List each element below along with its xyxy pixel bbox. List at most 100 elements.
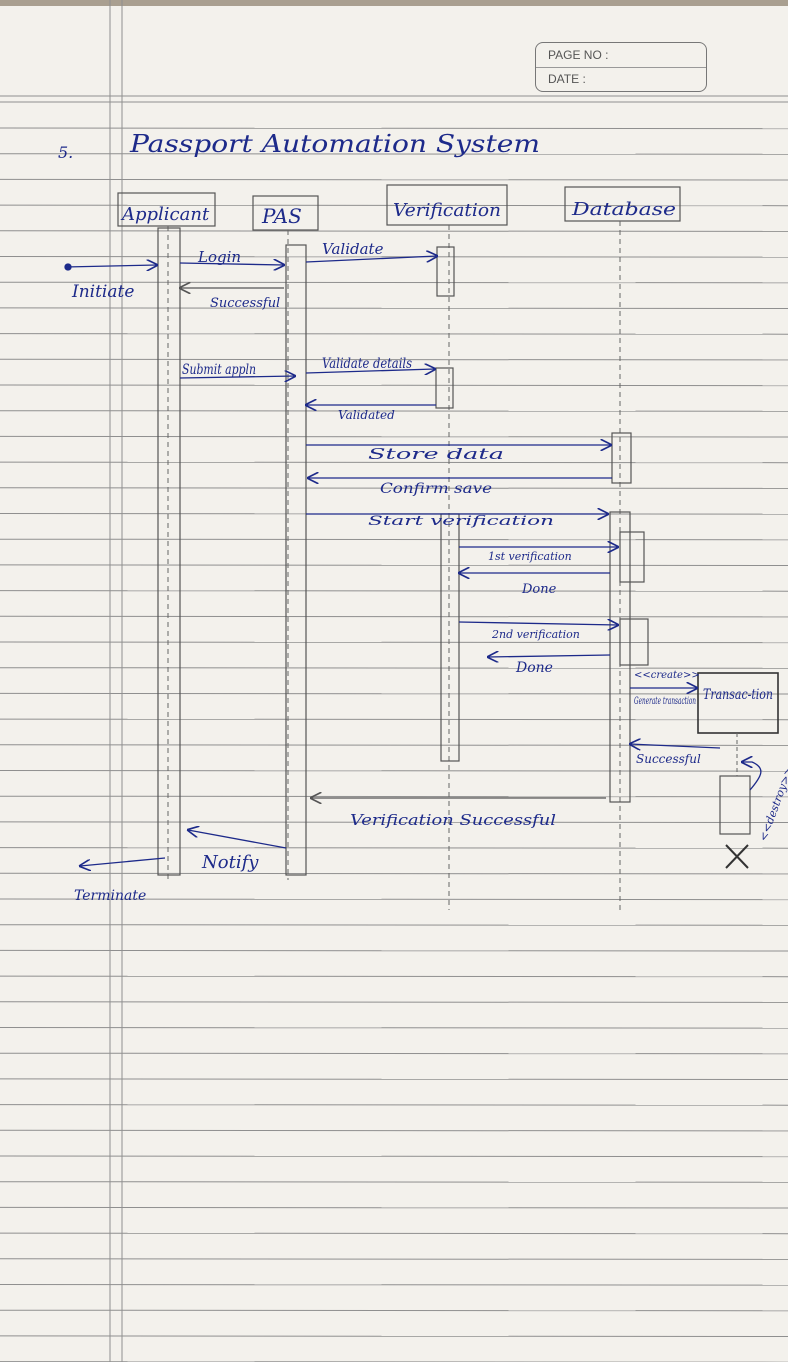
rule-line [0, 949, 788, 952]
label-destroy: <<destroy>> [757, 765, 788, 843]
rule-line [0, 1129, 788, 1132]
rule-line [0, 333, 788, 335]
label-verification-successful: Verification Successful [350, 811, 556, 829]
activation-verification-validate [436, 246, 455, 297]
label-create: <<create>> [634, 670, 700, 681]
rule-line [0, 1155, 788, 1158]
rule-line [0, 641, 788, 644]
rule-line [0, 564, 788, 566]
rule-line [0, 718, 788, 721]
rule-line [0, 1335, 788, 1337]
rule-line [0, 821, 788, 823]
rule-line [0, 924, 788, 926]
activation-first-verification [619, 531, 645, 583]
activation-transaction [719, 775, 751, 835]
label-successful-1: Successful [210, 296, 280, 311]
arrow-notify [188, 830, 287, 849]
page-no-date-box: PAGE NO : DATE : [535, 42, 707, 92]
rule-line [0, 410, 788, 412]
activation-applicant [157, 227, 181, 876]
lifeline-head-pas: PAS [252, 195, 319, 231]
rule-line [0, 847, 788, 849]
label-done-2: Done [515, 660, 553, 676]
rule-line [0, 204, 788, 207]
activation-second-verification [619, 618, 649, 666]
label-confirm-save: Confirm save [380, 481, 492, 497]
rule-line [0, 461, 788, 464]
arrow-validate-details [305, 369, 435, 373]
rule-line [0, 153, 788, 155]
rule-line [0, 898, 788, 901]
rule-line [0, 281, 788, 284]
rule-line [0, 975, 788, 978]
rule-line [0, 1258, 788, 1260]
paper-edge [0, 0, 788, 6]
rule-line [0, 358, 788, 361]
arrow-login [179, 263, 284, 265]
arrow-second-verification [458, 622, 618, 625]
rule-line [0, 1206, 788, 1209]
label-validated: Validated [338, 408, 395, 422]
lifeline-head-verification: Verification [386, 184, 508, 226]
rule-line [0, 667, 788, 669]
label-initiate: Initiate [71, 282, 134, 302]
stamp-divider [536, 67, 706, 68]
lifeline-head-database: Database [564, 186, 681, 222]
destroy-marker-icon [725, 844, 749, 869]
label-submit-appln: Submit appln [182, 362, 256, 378]
arrow-terminate [80, 857, 166, 866]
activation-pas [285, 244, 307, 876]
lifeline-label: Verification [393, 200, 501, 221]
arrow-destroy [742, 762, 762, 791]
rule-line [0, 127, 788, 130]
rule-line [0, 872, 788, 875]
activation-database-store [611, 432, 632, 484]
label-done-1: Done [521, 582, 557, 597]
rule-line [0, 795, 788, 798]
label-notify: Notify [201, 852, 259, 873]
arrow-initiate [64, 265, 157, 267]
rule-line [0, 178, 788, 181]
label-validate-details: Validate details [322, 356, 412, 372]
rule-line [0, 1078, 788, 1080]
transaction-object: Transac-tion [697, 672, 779, 776]
rule-line [0, 590, 788, 592]
label-start-verification: Start verification [368, 514, 554, 529]
label-first-verification: 1st verification [488, 550, 572, 563]
diagram-title: Passport Automation System [129, 130, 540, 158]
rule-line [0, 256, 788, 258]
transaction-label: Transac-tion [703, 687, 773, 703]
rule-line [0, 770, 788, 772]
rule-line [0, 1232, 788, 1235]
label-successful-2: Successful [636, 752, 701, 766]
label-generate-transaction: Generate transaction [634, 696, 696, 707]
rule-line [0, 1052, 788, 1055]
arrow-successful-2 [630, 744, 721, 748]
lifeline-label: PAS [261, 204, 302, 228]
lifeline-label: Applicant [120, 204, 210, 225]
label-validate: Validate [322, 240, 384, 258]
lifeline-label: Database [571, 199, 676, 220]
rule-line [0, 307, 788, 309]
initial-node [64, 263, 72, 271]
rule-line [0, 230, 788, 232]
rule-line [0, 1284, 788, 1286]
rule-line [0, 487, 788, 489]
label-second-verification: 2nd verification [491, 628, 580, 641]
date-label: DATE : [548, 72, 586, 86]
arrow-done-2 [488, 655, 611, 657]
page-no-label: PAGE NO : [548, 48, 609, 62]
rule-line [0, 435, 788, 438]
title-number: 5. [58, 143, 73, 162]
rule-line [0, 1181, 788, 1183]
activation-verification-process [440, 513, 460, 762]
arrow-validate [305, 256, 437, 263]
rule-line [0, 1104, 788, 1106]
rule-line [0, 1001, 788, 1003]
rule-line [0, 538, 788, 541]
activation-database-process [609, 511, 631, 803]
rule-line [0, 1027, 788, 1029]
